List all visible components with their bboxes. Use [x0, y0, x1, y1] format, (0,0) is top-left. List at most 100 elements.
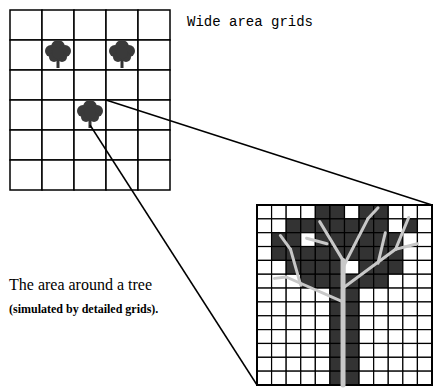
- detail-cell: [286, 219, 301, 233]
- tree-canopy: [52, 47, 64, 59]
- detail-cell: [374, 371, 389, 385]
- detail-cell: [301, 219, 316, 233]
- detail-cell: [403, 357, 418, 371]
- leader-line: [90, 125, 257, 385]
- detail-cell: [330, 219, 345, 233]
- detail-cell: [359, 316, 374, 330]
- detail-cell: [315, 274, 330, 288]
- wide-area-grid: [10, 10, 170, 190]
- detail-cell: [417, 288, 432, 302]
- detail-cell: [345, 205, 360, 219]
- detail-cell: [257, 247, 272, 261]
- detail-cell: [286, 371, 301, 385]
- grid-cell: [42, 160, 74, 190]
- detail-cell: [257, 233, 272, 247]
- detail-cell: [345, 219, 360, 233]
- tree-branch: [368, 208, 378, 219]
- detail-cell: [301, 316, 316, 330]
- detail-cell: [330, 205, 345, 219]
- detail-cell: [345, 357, 360, 371]
- grid-cell: [42, 130, 74, 160]
- tree-branch: [286, 277, 343, 302]
- detail-cell: [272, 274, 287, 288]
- tree-icon: [45, 40, 71, 68]
- tree-icon: [109, 40, 135, 68]
- detail-cell: [417, 330, 432, 344]
- detail-cell: [286, 205, 301, 219]
- detail-cell: [417, 274, 432, 288]
- detail-cell: [403, 302, 418, 316]
- detail-cell: [359, 371, 374, 385]
- detail-cell: [345, 288, 360, 302]
- detail-cell: [286, 357, 301, 371]
- detail-cell: [257, 343, 272, 357]
- grid-cell: [10, 160, 42, 190]
- grid-cell: [138, 10, 170, 40]
- detail-cell: [417, 316, 432, 330]
- detail-cell: [403, 247, 418, 261]
- detail-cell: [388, 371, 403, 385]
- grid-cell: [74, 70, 106, 100]
- grid-cell: [42, 100, 74, 130]
- grid-cell: [10, 130, 42, 160]
- tree-canopy: [116, 47, 128, 59]
- detail-cell: [315, 330, 330, 344]
- detail-cell: [374, 357, 389, 371]
- detail-cell: [272, 247, 287, 261]
- detail-cell: [345, 343, 360, 357]
- detail-cell: [315, 302, 330, 316]
- leader-line: [106, 100, 432, 205]
- grid-cell: [138, 160, 170, 190]
- detail-cell: [417, 260, 432, 274]
- detail-cell: [403, 316, 418, 330]
- detail-cell: [286, 288, 301, 302]
- detail-cell: [359, 288, 374, 302]
- grid-cell: [138, 70, 170, 100]
- detail-cell: [403, 274, 418, 288]
- detail-cell: [315, 260, 330, 274]
- detail-cell: [272, 288, 287, 302]
- detail-cell: [359, 343, 374, 357]
- detail-cell: [272, 260, 287, 274]
- detail-cell: [272, 316, 287, 330]
- detail-cell: [403, 288, 418, 302]
- detailed-grid: [257, 205, 432, 385]
- detail-cell: [301, 205, 316, 219]
- detail-cell: [374, 343, 389, 357]
- detail-cell: [359, 357, 374, 371]
- detail-cell: [345, 302, 360, 316]
- detail-cell: [257, 330, 272, 344]
- detail-cell: [403, 260, 418, 274]
- detail-cell: [374, 274, 389, 288]
- detail-cell: [315, 316, 330, 330]
- detail-cell: [257, 219, 272, 233]
- grid-cell: [10, 40, 42, 70]
- detail-cell: [301, 357, 316, 371]
- grid-cell: [138, 130, 170, 160]
- tree-branch: [275, 277, 287, 278]
- detail-cell: [374, 302, 389, 316]
- detail-cell: [272, 219, 287, 233]
- tree-branch: [320, 222, 343, 261]
- tree-branch: [341, 260, 346, 385]
- detail-cell: [345, 316, 360, 330]
- detail-cell: [417, 302, 432, 316]
- detail-cell: [286, 302, 301, 316]
- detail-cell: [388, 274, 403, 288]
- grid-cell: [10, 70, 42, 100]
- detail-cell: [301, 343, 316, 357]
- detail-cell: [272, 205, 287, 219]
- detail-cell: [417, 247, 432, 261]
- detail-cell: [374, 316, 389, 330]
- detail-cell: [359, 330, 374, 344]
- detail-cell: [417, 357, 432, 371]
- detail-cell: [374, 288, 389, 302]
- detail-cell: [286, 343, 301, 357]
- detail-cell: [388, 205, 403, 219]
- detail-cell: [257, 205, 272, 219]
- detail-cell: [257, 302, 272, 316]
- tree-branch: [396, 217, 409, 249]
- detail-cell: [388, 288, 403, 302]
- detail-cell: [272, 357, 287, 371]
